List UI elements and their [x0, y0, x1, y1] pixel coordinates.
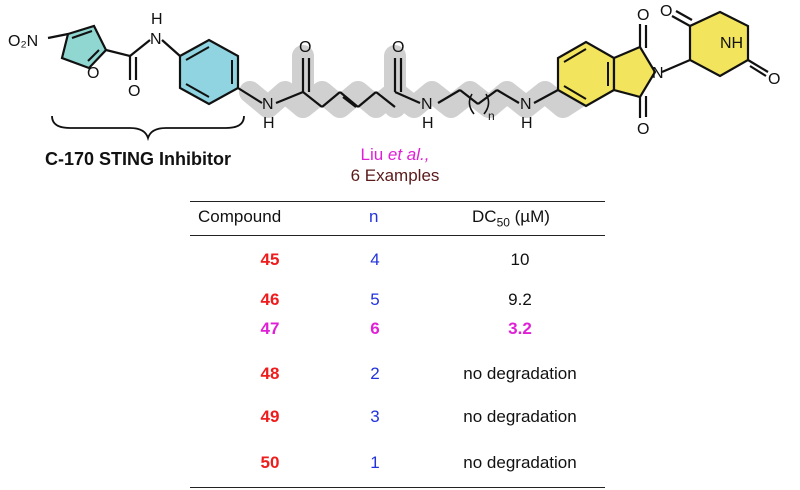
amine-n-label: N [520, 96, 532, 113]
amide3-h-label: H [422, 115, 434, 132]
cell-compound: 50 [260, 453, 280, 472]
citation-author: Liu [360, 145, 384, 164]
header-compound: Compound [198, 207, 282, 226]
citation-examples: 6 Examples [350, 166, 440, 185]
amide1-n-label: N [150, 31, 162, 48]
cell-n: 2 [370, 364, 380, 383]
amide3-o-label: O [392, 39, 404, 56]
table-rule-top [190, 201, 605, 202]
cell-n: 3 [370, 407, 380, 426]
glut-o2-label: O [768, 71, 780, 88]
table-row: 48 2 no degradation [190, 361, 605, 387]
nitro-label: O₂N [8, 33, 38, 50]
amide3-n-label: N [421, 96, 433, 113]
citation: Liu et al., 6 Examples [295, 144, 495, 186]
cell-dc50: 3.2 [508, 319, 532, 338]
header-dc50-unit: (µM) [509, 207, 550, 226]
table-row: 45 4 10 [190, 247, 605, 273]
header-dc50-sub: 50 [496, 215, 510, 230]
glut-o1-label: O [660, 3, 672, 20]
citation-etal: et al., [387, 145, 430, 164]
results-table: Compound n DC50 (µM) 45 4 10 46 5 9.2 47… [190, 201, 605, 488]
amide1-h-label: H [151, 11, 163, 28]
glut-nh-label: NH [720, 35, 743, 52]
amine-h-label: H [521, 115, 533, 132]
table-rule-mid [190, 235, 605, 236]
table-header: Compound n DC50 (µM) [190, 201, 605, 231]
header-n: n [369, 207, 379, 226]
cell-compound: 46 [260, 290, 280, 309]
phenyl-ring [178, 38, 240, 106]
table-row: 49 3 no degradation [190, 404, 605, 430]
cell-n: 5 [370, 290, 380, 309]
table-row-highlight: 47 6 3.2 [190, 316, 605, 342]
cell-compound: 49 [260, 407, 280, 426]
cell-n: 4 [370, 250, 380, 269]
inhibitor-label: C-170 STING Inhibitor [45, 149, 232, 169]
cell-dc50: no degradation [463, 407, 577, 426]
table-row: 46 5 9.2 [190, 287, 605, 313]
cell-n: 1 [370, 453, 380, 472]
header-dc50-prefix: DC [472, 207, 497, 226]
chain-bracket [468, 93, 490, 115]
cell-compound: 47 [260, 319, 280, 338]
cell-dc50: 9.2 [508, 290, 532, 309]
cell-compound: 48 [260, 364, 280, 383]
amide1-o-label: O [128, 83, 140, 100]
aniline-n-label: N [262, 96, 274, 113]
chain-n-label: n [488, 109, 495, 123]
imide-o-top-label: O [637, 7, 649, 24]
cell-dc50: no degradation [463, 364, 577, 383]
cell-n: 6 [370, 319, 380, 338]
furan-ring [60, 24, 108, 70]
cell-compound: 45 [260, 250, 280, 269]
inhibitor-brace [51, 115, 245, 142]
table-row: 50 1 no degradation [190, 450, 605, 476]
imide-o-bottom-label: O [637, 121, 649, 138]
chemical-structure: O₂N O O H N N H O O N H n N H O O N O NH… [8, 3, 780, 142]
imide-n-label: N [652, 65, 664, 82]
amide2-o-label: O [299, 39, 311, 56]
cell-dc50: no degradation [463, 453, 577, 472]
cell-dc50: 10 [510, 250, 530, 269]
header-dc50: DC50 (µM) [472, 207, 550, 229]
table-rule-bottom [190, 487, 605, 488]
furan-o-label: O [87, 65, 99, 82]
aniline-h-label: H [263, 115, 275, 132]
